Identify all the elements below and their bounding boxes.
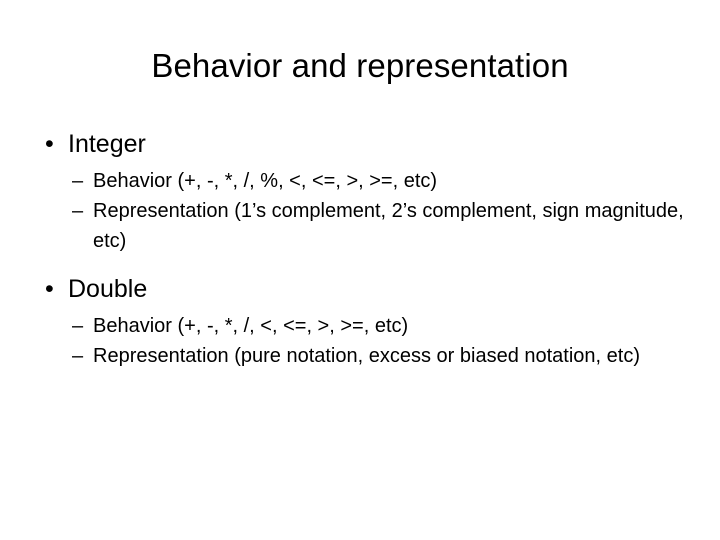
- sub-bullet-item: – Representation (1’s complement, 2’s co…: [36, 196, 696, 256]
- sub-bullet-group-integer: – Behavior (+, -, *, /, %, <, <=, >, >=,…: [36, 166, 696, 256]
- sub-bullet-label-integer-representation: Representation (1’s complement, 2’s comp…: [93, 200, 684, 252]
- slide-body: • Integer – Behavior (+, -, *, /, %, <, …: [36, 128, 696, 371]
- sub-bullet-item: – Behavior (+, -, *, /, <, <=, >, >=, et…: [36, 311, 696, 341]
- bullet-label-integer: Integer: [68, 130, 146, 158]
- sub-bullet-label-integer-behavior: Behavior (+, -, *, /, %, <, <=, >, >=, e…: [93, 170, 438, 192]
- page-title: Behavior and representation: [151, 47, 569, 84]
- bullet-item-integer: • Integer: [36, 128, 696, 161]
- sub-bullet-group-double: – Behavior (+, -, *, /, <, <=, >, >=, et…: [36, 311, 696, 371]
- sub-bullet-item: – Behavior (+, -, *, /, %, <, <=, >, >=,…: [36, 166, 696, 196]
- dash-bullet-icon: –: [72, 345, 84, 367]
- section-spacer: [36, 256, 696, 273]
- bullet-dot-icon: •: [45, 275, 54, 303]
- bullet-item-double: • Double: [36, 273, 696, 306]
- sub-bullet-label-double-representation: Representation (pure notation, excess or…: [93, 345, 640, 367]
- dash-bullet-icon: –: [72, 200, 84, 222]
- bullet-label-double: Double: [68, 275, 148, 303]
- bullet-dot-icon: •: [45, 130, 54, 158]
- sub-bullet-item: – Representation (pure notation, excess …: [36, 341, 696, 371]
- sub-bullet-label-double-behavior: Behavior (+, -, *, /, <, <=, >, >=, etc): [93, 315, 409, 337]
- dash-bullet-icon: –: [72, 315, 84, 337]
- dash-bullet-icon: –: [72, 170, 84, 192]
